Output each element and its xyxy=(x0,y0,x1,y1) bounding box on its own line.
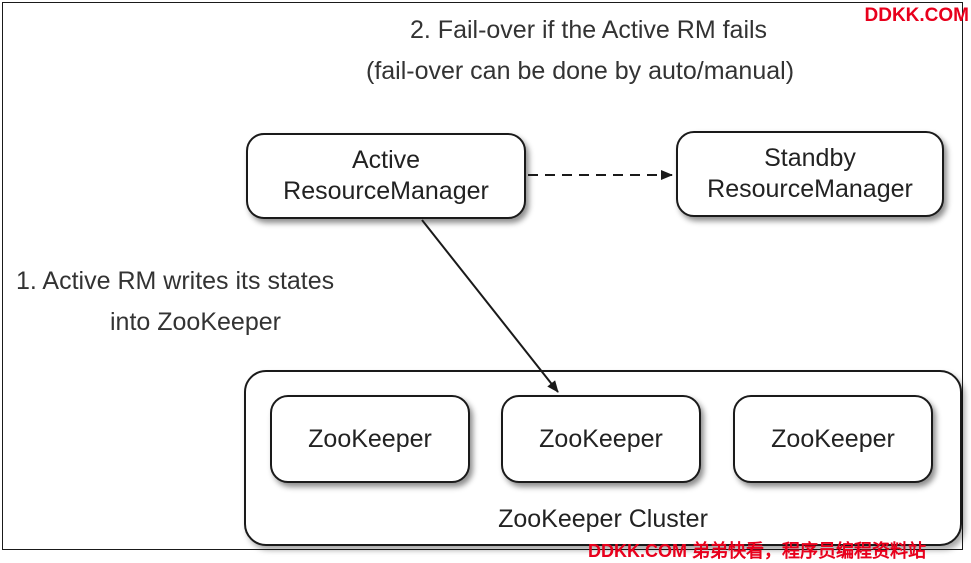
watermark-bottom: DDKK.COM 弟弟快看，程序员编程资料站 xyxy=(588,541,926,561)
write-state-arrow xyxy=(421,219,559,393)
failover-caption-line1: 2. Fail-over if the Active RM fails xyxy=(410,16,768,44)
zookeeper-cluster-label: ZooKeeper Cluster xyxy=(498,505,708,533)
writes-caption-line1: 1. Active RM writes its states xyxy=(16,267,335,295)
zookeeper-node-1: ZooKeeper xyxy=(270,395,470,483)
zookeeper-node-3: ZooKeeper xyxy=(733,395,933,483)
watermark-top: DDKK.COM xyxy=(864,5,970,26)
standby-rm-label-line1: Standby xyxy=(764,144,856,172)
standby-rm-label-line2: ResourceManager xyxy=(707,175,913,203)
writes-caption-line2: into ZooKeeper xyxy=(110,308,281,336)
active-resourcemanager-node: Active ResourceManager xyxy=(246,133,526,219)
failover-caption-line2: (fail-over can be done by auto/manual) xyxy=(366,57,795,85)
standby-resourcemanager-node: Standby ResourceManager xyxy=(676,131,944,217)
active-rm-label-line2: ResourceManager xyxy=(283,177,489,205)
zookeeper-node-2: ZooKeeper xyxy=(501,395,701,483)
active-rm-label-line1: Active xyxy=(351,146,421,174)
